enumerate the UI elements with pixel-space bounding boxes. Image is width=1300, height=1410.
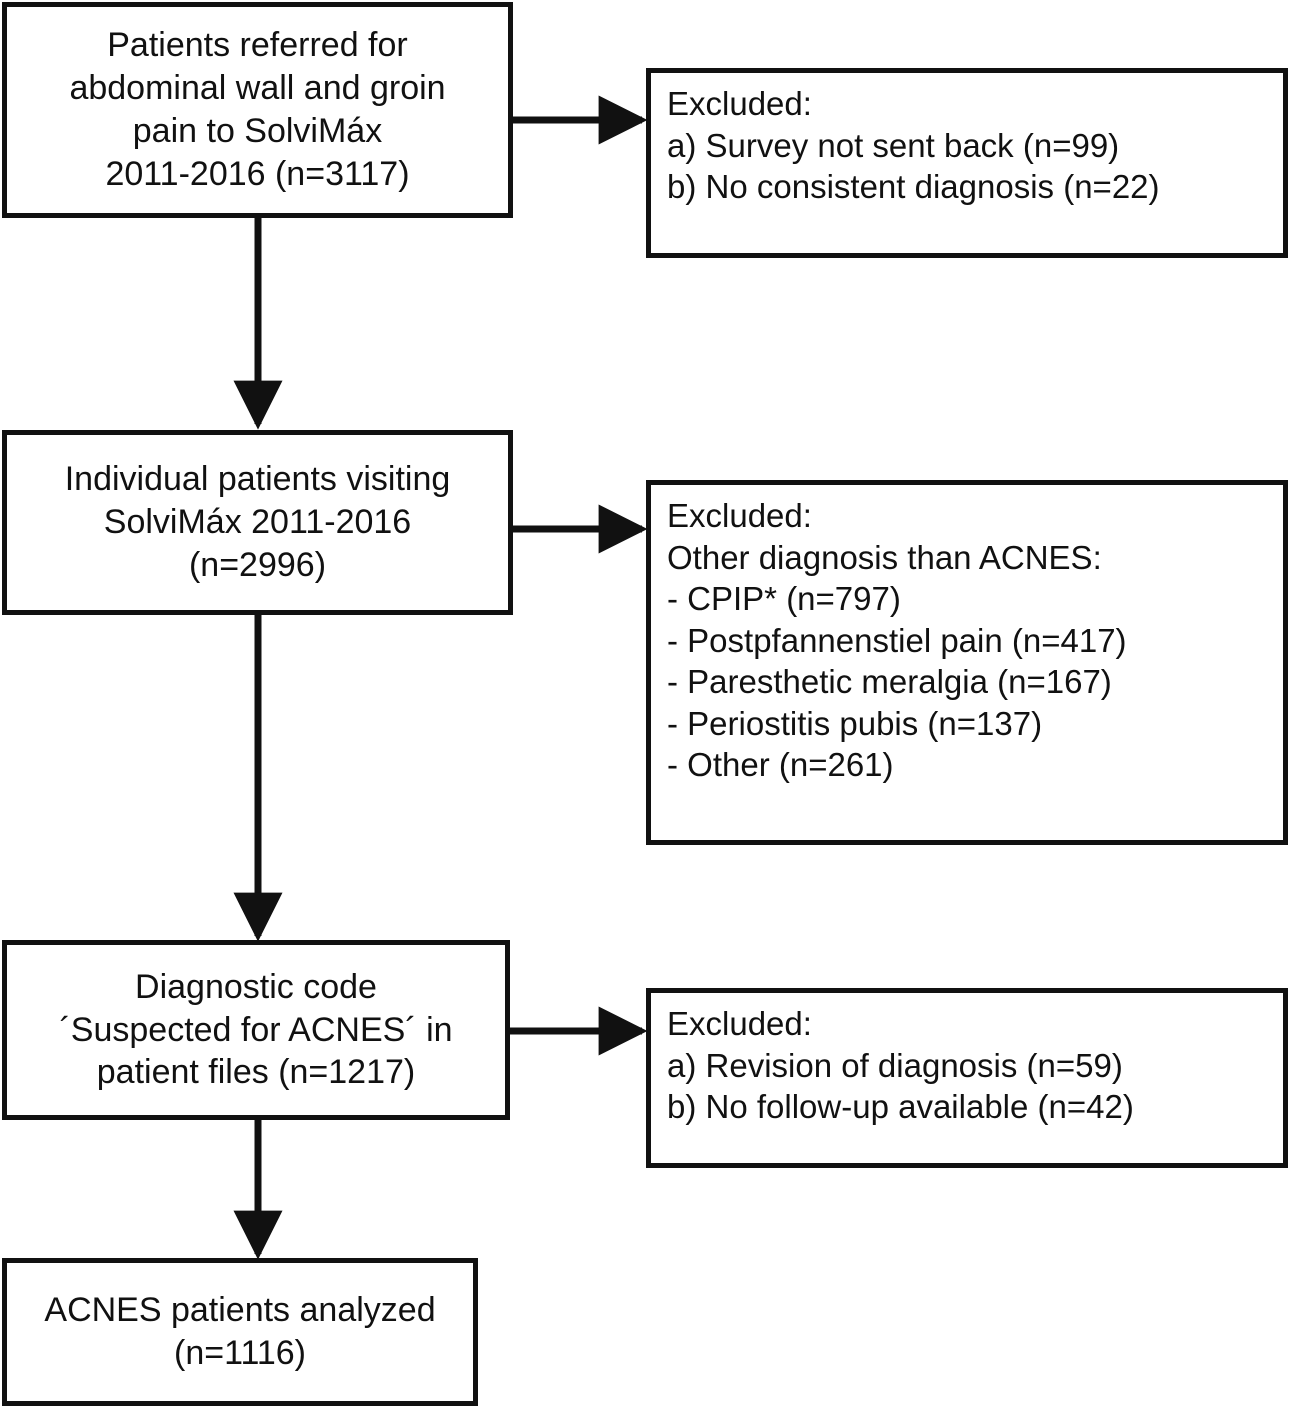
node-acnes-analyzed: ACNES patients analyzed (n=1116) <box>2 1258 478 1406</box>
text-line: - Other (n=261) <box>667 746 894 784</box>
text-line: pain to SolviMáx <box>132 112 383 150</box>
text-line: - Postpfannenstiel pain (n=417) <box>667 621 1127 659</box>
node-individual-patients: Individual patients visiting SolviMáx 20… <box>2 430 513 615</box>
text-line: ´Suspected for ACNES´ in <box>59 1010 453 1049</box>
text-line: b) No consistent diagnosis (n=22) <box>667 168 1160 206</box>
node-patients-referred-text: Patients referred for abdominal wall and… <box>55 24 459 195</box>
text-line: Patients referred for <box>107 26 408 65</box>
text-line: b) No follow-up available (n=42) <box>667 1088 1134 1126</box>
text-line: - Paresthetic meralgia (n=167) <box>667 663 1112 701</box>
text-line: Excluded: <box>667 85 812 122</box>
text-line: - Periostitis pubis (n=137) <box>667 704 1043 742</box>
text-line: abdominal wall and groin <box>69 69 446 108</box>
text-line: (n=2996) <box>188 545 327 584</box>
node-diagnostic-code-text: Diagnostic code ´Suspected for ACNES´ in… <box>45 966 466 1094</box>
text-line: patient files (n=1217) <box>96 1053 416 1092</box>
text-line: SolviMáx 2011-2016 <box>103 503 412 542</box>
text-line: (n=1116) <box>174 1334 306 1372</box>
node-diagnostic-code: Diagnostic code ´Suspected for ACNES´ in… <box>2 940 510 1120</box>
node-excluded-survey: Excluded: a) Survey not sent back (n=99)… <box>646 68 1288 258</box>
node-excluded-other-diagnosis: Excluded: Other diagnosis than ACNES: - … <box>646 480 1288 845</box>
text-line: 2011-2016 (n=3117) <box>105 154 410 193</box>
text-line: Excluded: <box>667 497 812 534</box>
node-patients-referred: Patients referred for abdominal wall and… <box>2 2 513 218</box>
node-excluded-survey-text: Excluded: a) Survey not sent back (n=99)… <box>651 73 1160 208</box>
text-line: - CPIP* (n=797) <box>667 580 901 618</box>
text-line: Individual patients visiting <box>64 460 451 499</box>
text-line: Excluded: <box>667 1005 812 1042</box>
node-excluded-revision: Excluded: a) Revision of diagnosis (n=59… <box>646 988 1288 1168</box>
node-excluded-other-diagnosis-text: Excluded: Other diagnosis than ACNES: - … <box>651 485 1127 786</box>
node-individual-patients-text: Individual patients visiting SolviMáx 20… <box>51 458 465 586</box>
text-line: a) Revision of diagnosis (n=59) <box>667 1046 1123 1084</box>
text-line: Other diagnosis than ACNES: <box>667 538 1102 576</box>
text-line: Diagnostic code <box>135 967 377 1006</box>
node-acnes-analyzed-text: ACNES patients analyzed (n=1116) <box>30 1289 449 1375</box>
text-line: ACNES patients analyzed <box>44 1291 436 1330</box>
text-line: a) Survey not sent back (n=99) <box>667 126 1120 164</box>
node-excluded-revision-text: Excluded: a) Revision of diagnosis (n=59… <box>651 993 1134 1128</box>
